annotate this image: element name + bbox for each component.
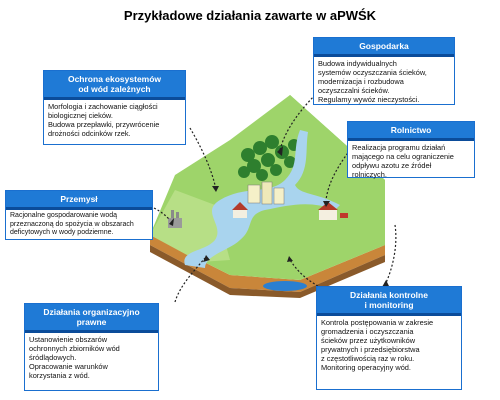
box-rolnictwo: Rolnictwo Realizacja programu działań ma… <box>347 121 475 181</box>
factory <box>168 210 182 228</box>
box-organizacyjne: Działania organizacyjno prawne Ustanowie… <box>24 303 159 391</box>
box-ochrona-header: Ochrona ekosystemów od wód zależnych <box>44 71 185 100</box>
box-organizacyjne-line-1: Ustanowienie obszarów ochronnych zbiorni… <box>29 335 120 362</box>
box-rolnictwo-body: Realizacja programu działań mającego na … <box>348 141 474 181</box>
box-gospodarka-line-2: Regulamy wywóz nieczystości. <box>318 95 420 104</box>
soil-front-left <box>150 235 385 292</box>
box-ochrona-line-1: Morfologia i zachowanie ciągłości biolog… <box>48 102 158 120</box>
soil-dark-layer <box>150 245 385 298</box>
field-area <box>150 190 230 262</box>
box-organizacyjne-body: Ustanowienie obszarów ochronnych zbiorni… <box>25 333 158 382</box>
box-organizacyjne-line-2: Opracowanie warunków korzystania z wód. <box>29 362 108 380</box>
arrow-organizacyjne <box>174 257 206 303</box>
arrow-right <box>384 224 397 286</box>
arrow-ochrona <box>189 127 216 186</box>
box-kontrolne-body: Kontrola postępowania w zakresie gromadz… <box>317 316 461 374</box>
arrow-rolnictwo <box>325 149 351 201</box>
box-gospodarka-body: Budowa indywidualnych systemów oczyszcza… <box>314 57 454 106</box>
groundwater-lens <box>263 281 307 291</box>
town-buildings <box>232 181 285 218</box>
box-przemysl-line-1: Racjonalne gospodarowanie wodą przeznacz… <box>10 212 134 236</box>
box-gospodarka-header: Gospodarka <box>314 38 454 57</box>
box-kontrolne: Działania kontrolne i monitoring Kontrol… <box>316 286 462 390</box>
box-ochrona: Ochrona ekosystemów od wód zależnych Mor… <box>43 70 186 145</box>
box-kontrolne-line-1: Kontrola postępowania w zakresie gromadz… <box>321 318 434 363</box>
arrow-gospodarka <box>279 91 319 151</box>
box-ochrona-body: Morfologia i zachowanie ciągłości biolog… <box>44 100 185 140</box>
diagram-title: Przykładowe działania zawarte w aPWŚK <box>123 8 377 23</box>
box-przemysl: Przemysł Racjonalne gospodarowanie wodą … <box>5 190 153 240</box>
box-rolnictwo-line-1: Realizacja programu działań mającego na … <box>352 143 454 179</box>
farm <box>318 202 348 220</box>
arrow-heads <box>169 146 389 287</box>
forest <box>238 135 300 181</box>
dashed-arrows <box>153 91 397 303</box>
box-ochrona-line-2: Budowa przepławki, przywrócenie drożnośc… <box>48 120 160 138</box>
box-gospodarka-line-1: Budowa indywidualnych systemów oczyszcza… <box>318 59 427 95</box>
box-kontrolne-header: Działania kontrolne i monitoring <box>317 287 461 316</box>
box-przemysl-header: Przemysł <box>6 191 152 210</box>
box-rolnictwo-header: Rolnictwo <box>348 122 474 141</box>
box-organizacyjne-header: Działania organizacyjno prawne <box>25 304 158 333</box>
box-przemysl-body: Racjonalne gospodarowanie wodą przeznacz… <box>6 210 152 240</box>
box-gospodarka: Gospodarka Budowa indywidualnych systemó… <box>313 37 455 105</box>
box-kontrolne-line-2: Monitoring operacyjny wód. <box>321 363 411 372</box>
